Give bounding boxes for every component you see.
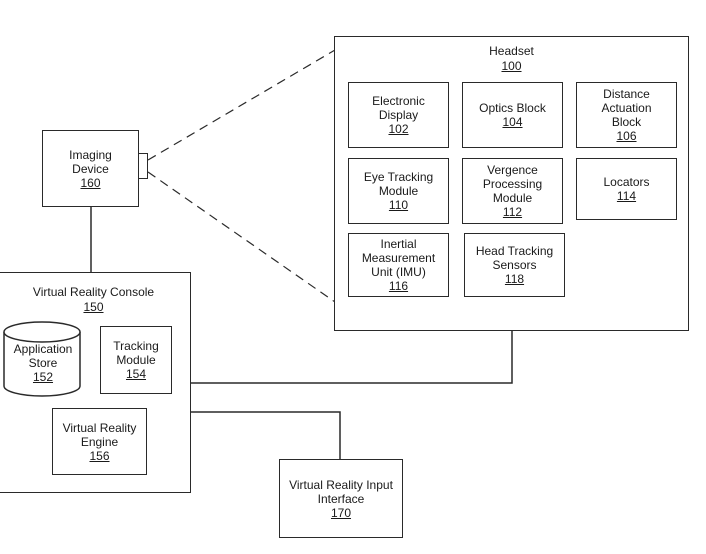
imaging-device-lens bbox=[138, 153, 148, 179]
application-store-ref: 152 bbox=[32, 370, 54, 384]
vergence-name-3: Module bbox=[492, 191, 533, 205]
tracking-module-name-1: Tracking bbox=[113, 339, 159, 353]
electronic-display-name-1: Electronic bbox=[372, 94, 425, 108]
vergence-name-1: Vergence bbox=[487, 163, 538, 177]
head-tracking-box: Head Tracking Sensors 118 bbox=[464, 233, 565, 297]
input-interface-ref: 170 bbox=[330, 505, 352, 520]
tracking-module-box: Tracking Module 154 bbox=[100, 326, 172, 394]
eye-tracking-box: Eye Tracking Module 110 bbox=[348, 158, 449, 224]
input-interface-name-1: Virtual Reality Input bbox=[289, 477, 393, 492]
locators-box: Locators 114 bbox=[576, 158, 677, 220]
distance-actuation-ref: 106 bbox=[616, 129, 637, 143]
imu-name-1: Inertial bbox=[380, 237, 417, 251]
application-store-cylinder bbox=[3, 321, 81, 397]
engine-name-1: Virtual Reality bbox=[62, 420, 137, 435]
application-store-name-2: Store bbox=[28, 356, 58, 370]
imaging-device-box: Imaging Device 160 bbox=[42, 130, 139, 207]
vergence-name-2: Processing bbox=[482, 177, 543, 191]
vergence-ref: 112 bbox=[502, 205, 523, 219]
console-ref: 150 bbox=[83, 300, 104, 314]
optics-block-box: Optics Block 104 bbox=[462, 82, 563, 148]
line-headset-to-console bbox=[190, 330, 513, 384]
imu-name-2: Measurement bbox=[361, 251, 436, 265]
dashed-line-lower bbox=[147, 171, 336, 303]
imu-box: Inertial Measurement Unit (IMU) 116 bbox=[348, 233, 449, 297]
locators-ref: 114 bbox=[616, 189, 637, 203]
engine-box: Virtual Reality Engine 156 bbox=[52, 408, 147, 475]
headset-name: Headset bbox=[489, 44, 534, 58]
input-interface-name-2: Interface bbox=[317, 491, 365, 506]
imaging-device-name-1: Imaging bbox=[69, 147, 112, 162]
dashed-line-upper bbox=[147, 49, 336, 161]
head-tracking-name-1: Head Tracking bbox=[475, 244, 554, 258]
tracking-module-ref: 154 bbox=[125, 367, 147, 381]
electronic-display-name-2: Display bbox=[378, 108, 419, 122]
optics-block-ref: 104 bbox=[502, 115, 523, 129]
imaging-device-ref: 160 bbox=[80, 175, 101, 190]
imu-name-3: Unit (IMU) bbox=[371, 265, 426, 279]
vergence-box: Vergence Processing Module 112 bbox=[462, 158, 563, 224]
console-label: Virtual Reality Console 150 bbox=[0, 285, 190, 315]
line-console-to-input bbox=[190, 411, 341, 460]
eye-tracking-ref: 110 bbox=[388, 198, 409, 212]
headset-ref: 100 bbox=[501, 59, 522, 73]
headset-label: Headset 100 bbox=[335, 44, 688, 74]
distance-actuation-name-3: Block bbox=[611, 115, 642, 129]
engine-ref: 156 bbox=[89, 448, 110, 463]
eye-tracking-name-1: Eye Tracking bbox=[363, 170, 434, 184]
distance-actuation-name-2: Actuation bbox=[601, 101, 652, 115]
engine-name-2: Engine bbox=[80, 434, 119, 449]
electronic-display-ref: 102 bbox=[388, 122, 409, 136]
console-name: Virtual Reality Console bbox=[32, 285, 155, 299]
application-store-name-1: Application bbox=[13, 342, 73, 356]
imu-ref: 116 bbox=[388, 279, 409, 293]
application-store-label: Application Store 152 bbox=[3, 342, 83, 384]
distance-actuation-box: Distance Actuation Block 106 bbox=[576, 82, 677, 148]
head-tracking-name-2: Sensors bbox=[492, 258, 537, 272]
optics-block-name: Optics Block bbox=[479, 101, 546, 115]
imaging-device-name-2: Device bbox=[72, 161, 109, 176]
locators-name: Locators bbox=[603, 175, 650, 189]
electronic-display-box: Electronic Display 102 bbox=[348, 82, 449, 148]
distance-actuation-name-1: Distance bbox=[603, 87, 650, 101]
eye-tracking-name-2: Module bbox=[378, 184, 419, 198]
head-tracking-ref: 118 bbox=[504, 272, 525, 286]
input-interface-box: Virtual Reality Input Interface 170 bbox=[279, 459, 403, 538]
tracking-module-name-2: Module bbox=[116, 353, 156, 367]
